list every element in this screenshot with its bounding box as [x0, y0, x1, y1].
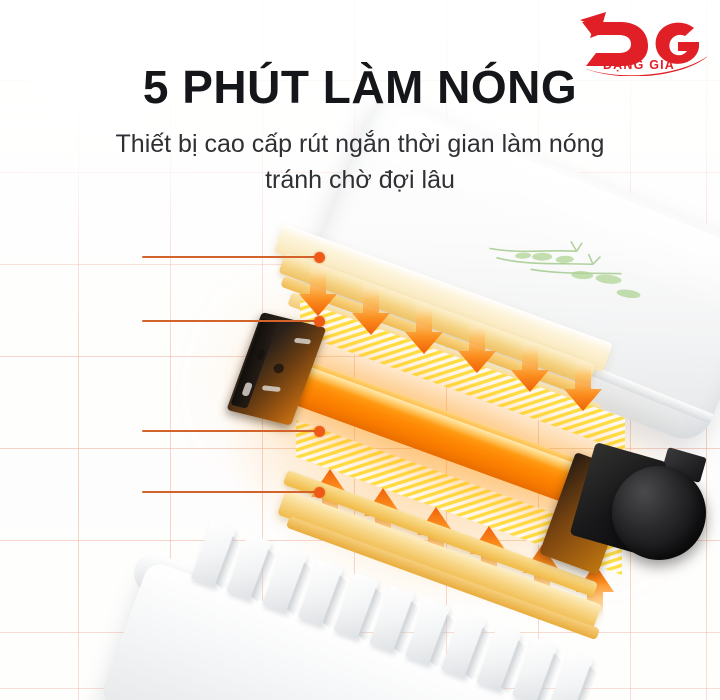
page-subtitle-line1: Thiết bị cao cấp rút ngắn thời gian làm … — [115, 130, 605, 158]
callout-dot-1 — [314, 252, 325, 263]
brand-logo[interactable]: ĐẶNG GIA — [566, 6, 714, 76]
bracket-slot-1 — [293, 337, 312, 345]
callout-line-3 — [142, 426, 325, 437]
leaf-motif-icon — [489, 241, 641, 299]
callout-line-1 — [142, 252, 325, 263]
brand-name-text: ĐẶNG GIA — [603, 57, 675, 72]
callout-line-4 — [142, 487, 325, 498]
callout-dot-3 — [314, 426, 325, 437]
page-subtitle-line2: tránh chờ đợi lâu — [265, 166, 455, 194]
bracket-slot-2 — [261, 385, 281, 393]
fan-motor-cylinder — [612, 466, 706, 560]
dang-gia-logo-icon: ĐẶNG GIA — [580, 12, 708, 76]
bracket-hole-2 — [272, 362, 286, 375]
callout-dot-2 — [314, 316, 325, 327]
page-title: 5 PHÚT LÀM NÓNG — [142, 61, 578, 113]
callout-line-2 — [142, 316, 325, 327]
page-subtitle: Thiết bị cao cấp rút ngắn thời gian làm … — [0, 126, 720, 198]
corner-glow — [0, 0, 360, 260]
product-top-shell — [301, 92, 720, 448]
callout-dot-4 — [314, 487, 325, 498]
